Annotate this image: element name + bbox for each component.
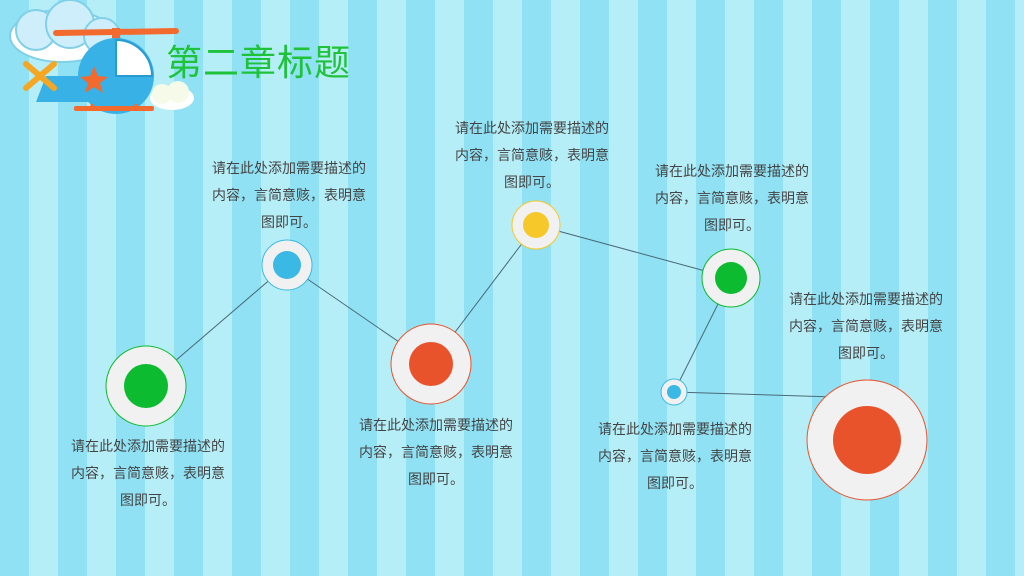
description-text: 请在此处添加需要描述的 内容，言简意赅，表明意 图即可。: [789, 292, 943, 362]
description-text: 请在此处添加需要描述的 内容，言简意赅，表明意 图即可。: [598, 422, 752, 492]
connector-line: [535, 224, 732, 279]
node-blue-small: [261, 239, 313, 291]
node-green-large: [105, 345, 187, 427]
node-orange-medium: [390, 323, 472, 405]
small-cloud-icon: [150, 81, 194, 110]
node-orange-large: [806, 379, 928, 501]
description-text: 请在此处添加需要描述的 内容，言简意赅，表明意 图即可。: [455, 121, 609, 191]
description-text: 请在此处添加需要描述的 内容，言简意赅，表明意 图即可。: [71, 439, 225, 509]
chapter-title: 第二章标题: [166, 43, 352, 84]
helicopter-icon: [23, 28, 179, 114]
description-text: 请在此处添加需要描述的 内容，言简意赅，表明意 图即可。: [212, 161, 366, 231]
node-blue-tiny: [660, 378, 688, 406]
node-yellow-small: [511, 200, 561, 250]
node-green-medium: [701, 248, 761, 308]
connector-lines: [145, 224, 868, 399]
description-text: 请在此处添加需要描述的 内容，言简意赅，表明意 图即可。: [359, 418, 513, 488]
description-text: 请在此处添加需要描述的 内容，言简意赅，表明意 图即可。: [655, 164, 809, 234]
